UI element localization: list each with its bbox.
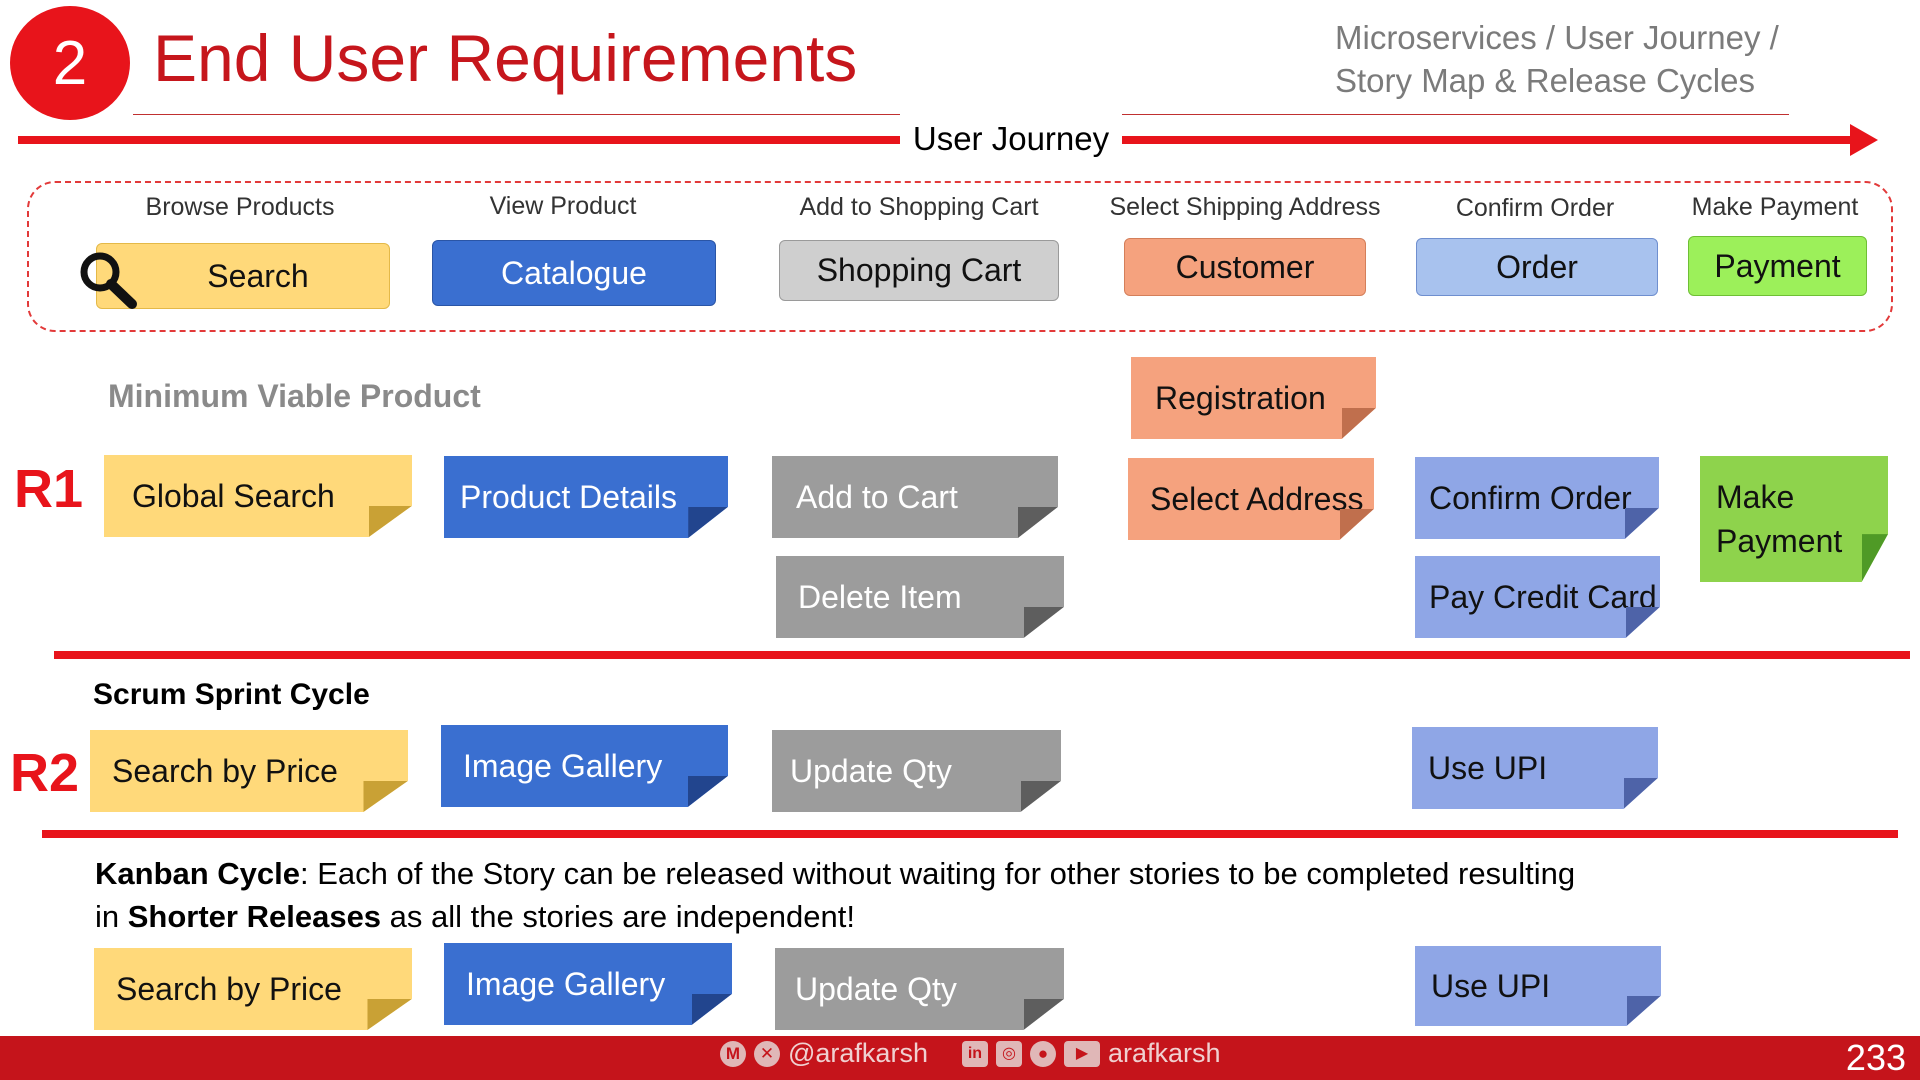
github-icon[interactable]: ● <box>1029 1040 1056 1067</box>
subtitle-underline <box>1122 114 1789 115</box>
story-confirm-order: Confirm Order <box>1415 457 1659 539</box>
release-divider-r1 <box>54 651 1910 659</box>
stage-label-shipping: Select Shipping Address <box>1109 193 1381 221</box>
footer-social-handles: M ✕ @arafkarsh in ◎ ● ▶ arafkarsh <box>720 1038 1221 1069</box>
page-title: End User Requirements <box>153 21 858 95</box>
page-number: 233 <box>1845 1037 1906 1078</box>
kanban-story-search-by-price: Search by Price <box>94 948 412 1030</box>
stage-label-confirm: Confirm Order <box>1455 194 1615 222</box>
kanban-story-use-upi-label: Use UPI <box>1431 968 1551 1004</box>
release-r2-label: R2 <box>10 743 80 803</box>
story-pay-credit-card: Pay Credit Card <box>1415 556 1660 638</box>
kanban-text-1: : Each of the Story can be released with… <box>300 856 1576 891</box>
scrum-story-use-upi: Use UPI <box>1412 727 1658 809</box>
scrum-story-update-qty-label: Update Qty <box>790 753 952 789</box>
search-icon <box>80 252 137 309</box>
journey-label: User Journey <box>912 120 1110 157</box>
journey-line-left <box>18 136 900 144</box>
story-select-address: Select Address <box>1128 458 1374 540</box>
service-search: Search <box>96 243 390 309</box>
scrum-story-search-by-price: Search by Price <box>90 730 408 812</box>
kanban-story-image-gallery-label: Image Gallery <box>466 966 666 1002</box>
scrum-story-update-qty: Update Qty <box>772 730 1061 812</box>
youtube-icon[interactable]: ▶ <box>1063 1040 1100 1067</box>
medium-icon[interactable]: M <box>720 1040 746 1067</box>
subtitle-line-2: Story Map & Release Cycles <box>1335 62 1755 99</box>
scrum-story-image-gallery: Image Gallery <box>441 725 728 807</box>
kanban-bold-text: Shorter Releases <box>127 899 382 934</box>
kanban-description: Kanban Cycle: Each of the Story can be r… <box>95 852 1795 938</box>
kanban-line-1: Kanban Cycle: Each of the Story can be r… <box>95 852 1795 895</box>
story-add-to-cart: Add to Cart <box>772 456 1058 538</box>
service-customer: Customer <box>1124 238 1366 296</box>
page-subtitle: Microservices / User Journey / Story Map… <box>1335 16 1779 102</box>
stage-label-view: View Product <box>489 192 637 220</box>
story-registration-label: Registration <box>1155 380 1326 416</box>
story-make-payment-line-2: Payment <box>1716 523 1843 559</box>
x-twitter-icon[interactable]: ✕ <box>754 1040 780 1067</box>
kanban-text-2: in <box>95 899 128 934</box>
service-shopping-cart: Shopping Cart <box>779 240 1059 301</box>
story-make-payment-line-1: Make <box>1716 479 1795 515</box>
instagram-icon[interactable]: ◎ <box>995 1040 1022 1067</box>
story-select-address-label: Select Address <box>1150 481 1364 517</box>
story-global-search: Global Search <box>104 455 412 537</box>
kanban-story-search-by-price-label: Search by Price <box>116 971 342 1007</box>
kanban-story-image-gallery: Image Gallery <box>444 943 732 1025</box>
release-r1-label: R1 <box>14 459 84 519</box>
scrum-story-use-upi-label: Use UPI <box>1428 750 1548 786</box>
story-product-details-label: Product Details <box>460 479 677 515</box>
journey-arrow-head-icon <box>1850 124 1878 156</box>
slide-number-badge: 2 <box>10 6 130 120</box>
footer-handle-social: arafkarsh <box>1107 1038 1221 1068</box>
kanban-heading: Kanban Cycle <box>95 856 301 891</box>
journey-stages-box <box>27 181 1893 332</box>
service-order: Order <box>1416 238 1658 296</box>
stage-label-browse: Browse Products <box>145 193 335 221</box>
stage-label-cart: Add to Shopping Cart <box>799 193 1039 221</box>
scrum-story-image-gallery-label: Image Gallery <box>463 748 663 784</box>
service-catalogue: Catalogue <box>432 240 716 306</box>
linkedin-icon[interactable]: in <box>961 1040 988 1067</box>
journey-line-right <box>1122 136 1860 144</box>
stage-label-payment: Make Payment <box>1691 193 1859 221</box>
release-divider-r2 <box>42 830 1898 838</box>
story-pay-credit-card-label: Pay Credit Card <box>1429 579 1657 615</box>
kanban-text-3: as all the stories are independent! <box>381 899 855 934</box>
story-registration: Registration <box>1131 357 1376 439</box>
mvp-heading: Minimum Viable Product <box>108 378 481 414</box>
service-search-label: Search <box>207 257 309 294</box>
story-delete-item: Delete Item <box>776 556 1064 638</box>
scrum-heading: Scrum Sprint Cycle <box>93 678 370 711</box>
story-product-details: Product Details <box>444 456 728 538</box>
footer-bar <box>0 1036 1920 1080</box>
title-underline <box>133 114 900 115</box>
kanban-story-use-upi: Use UPI <box>1415 946 1661 1026</box>
footer-handle-twitter: @arafkarsh <box>788 1038 928 1068</box>
subtitle-line-1: Microservices / User Journey / <box>1335 19 1779 56</box>
story-delete-item-label: Delete Item <box>798 579 962 615</box>
story-add-to-cart-label: Add to Cart <box>796 479 958 515</box>
kanban-story-update-qty-label: Update Qty <box>795 971 957 1007</box>
story-confirm-order-label: Confirm Order <box>1429 480 1632 516</box>
service-payment: Payment <box>1688 236 1867 296</box>
story-global-search-label: Global Search <box>132 478 335 514</box>
kanban-line-2: in Shorter Releases as all the stories a… <box>95 895 1795 938</box>
scrum-story-search-by-price-label: Search by Price <box>112 753 338 789</box>
kanban-story-update-qty: Update Qty <box>775 948 1064 1030</box>
